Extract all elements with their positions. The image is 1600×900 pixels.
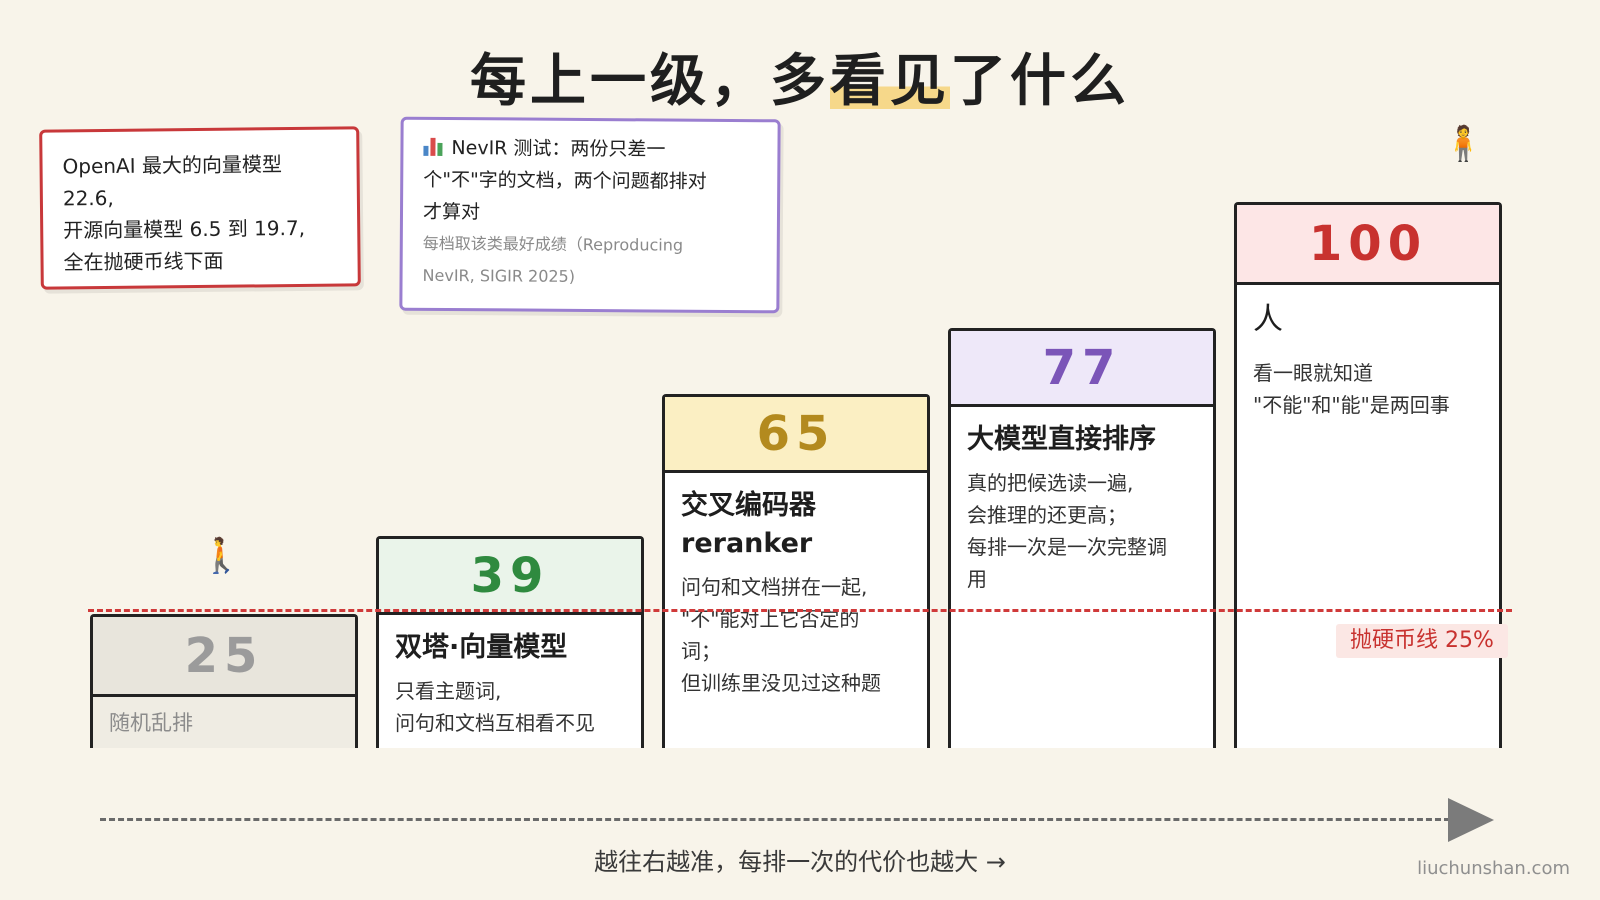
step-score: 39 bbox=[379, 539, 641, 615]
nevir-note: NevIR 测试：两份只差一 个"不"字的文档，两个问题都排对 才算对 每档取该… bbox=[399, 116, 781, 314]
openai-note-line: 22.6, bbox=[62, 185, 114, 211]
nevir-note-line: 个"不"字的文档，两个问题都排对 bbox=[423, 168, 707, 193]
site-watermark: liuchunshan.com bbox=[1417, 858, 1570, 879]
step-name: 人 bbox=[1253, 302, 1283, 337]
step-random: 25 随机乱排 bbox=[90, 614, 358, 750]
threshold-label: 抛硬币线 25% bbox=[1336, 624, 1508, 658]
bar-chart-icon bbox=[423, 136, 445, 156]
axis-label: 越往右越准，每排一次的代价也越大 → bbox=[594, 848, 1006, 876]
standing-person-icon: 🧍 bbox=[1442, 124, 1485, 164]
coin-flip-threshold-line bbox=[88, 609, 1512, 612]
step-desc: 问句和文档拼在一起, "不"能对上它否定的 词； 但训练里没见过这种题 bbox=[681, 575, 881, 695]
step-score: 100 bbox=[1237, 205, 1499, 285]
openai-note-line: 全在抛硬币线下面 bbox=[63, 248, 224, 275]
step-human: 100 人 看一眼就知道 "不能"和"能"是两回事 bbox=[1234, 202, 1502, 750]
walking-person-icon: 🚶 bbox=[200, 536, 243, 576]
title-prefix: 每上一级，多 bbox=[470, 49, 830, 114]
nevir-note-line: 才算对 bbox=[422, 200, 481, 224]
nevir-source: 每档取该类最好成绩（Reproducing bbox=[422, 233, 684, 255]
step-score: 25 bbox=[93, 617, 355, 697]
step-llm-rerank: 77 大模型直接排序 真的把候选读一遍, 会推理的还更高； 每排一次是一次完整调… bbox=[948, 328, 1216, 750]
openai-note-line: 开源向量模型 6.5 到 19.7, bbox=[63, 215, 306, 243]
ground-fade bbox=[60, 748, 1540, 750]
step-desc: 只看主题词, 问句和文档互相看不见 bbox=[395, 679, 595, 735]
nevir-note-line: NevIR 测试：两份只差一 bbox=[423, 132, 757, 166]
step-desc: 真的把候选读一遍, 会推理的还更高； 每排一次是一次完整调 用 bbox=[967, 471, 1167, 591]
openai-note-line: OpenAI 最大的向量模型 bbox=[62, 152, 283, 179]
step-desc: 随机乱排 bbox=[109, 711, 193, 735]
step-name: 交叉编码器 reranker bbox=[681, 490, 816, 559]
step-score: 77 bbox=[951, 331, 1213, 407]
step-name: 双塔·向量模型 bbox=[395, 632, 568, 663]
axis-line bbox=[100, 818, 1450, 821]
title-highlight: 看见 bbox=[830, 49, 950, 114]
step-score: 65 bbox=[665, 397, 927, 473]
nevir-source: NevIR, SIGIR 2025) bbox=[422, 265, 576, 286]
openai-note: OpenAI 最大的向量模型 22.6, 开源向量模型 6.5 到 19.7, … bbox=[39, 126, 361, 290]
step-cross-encoder: 65 交叉编码器 reranker 问句和文档拼在一起, "不"能对上它否定的 … bbox=[662, 394, 930, 750]
step-name: 大模型直接排序 bbox=[967, 424, 1156, 455]
page-title: 每上一级，多看见了什么 bbox=[0, 36, 1600, 117]
axis-arrow-icon bbox=[1448, 798, 1494, 842]
step-desc: 看一眼就知道 "不能"和"能"是两回事 bbox=[1253, 361, 1450, 417]
step-bi-encoder: 39 双塔·向量模型 只看主题词, 问句和文档互相看不见 bbox=[376, 536, 644, 750]
title-suffix: 了什么 bbox=[950, 49, 1130, 114]
